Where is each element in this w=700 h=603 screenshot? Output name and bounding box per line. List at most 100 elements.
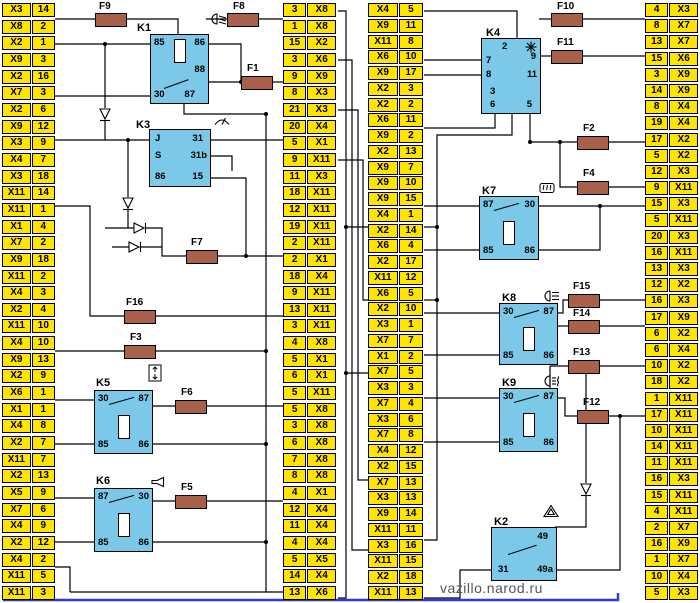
terminal-cell: X1 (307, 486, 336, 501)
terminal-cell: 13 (398, 491, 423, 506)
terminal-cell: X4 (669, 569, 698, 584)
terminal-cell: X7 (368, 365, 398, 380)
terminal-cell: X2 (307, 36, 336, 51)
terminal-cell: 2 (398, 129, 423, 143)
terminal-cell: X2 (368, 570, 398, 584)
terminal-cell: X8 (307, 402, 336, 417)
terminal-cell: X7 (669, 553, 698, 568)
terminal-cell: 6 (283, 436, 307, 451)
terminal-cell: 1 (645, 391, 669, 406)
terminal-cell: X3 (669, 585, 698, 600)
terminal-cell: 8 (31, 419, 55, 434)
terminal-cell: 9 (283, 286, 307, 301)
terminal-cell: X11 (2, 186, 31, 201)
relay-pin: 30 (154, 89, 165, 100)
terminal-cell: X3 (307, 86, 336, 101)
terminal-cell: X2 (2, 102, 31, 117)
terminal-cell: 12 (31, 536, 55, 550)
fuse-f3 (124, 345, 156, 359)
relay-contact (513, 394, 540, 403)
terminal-cell: X11 (669, 423, 698, 438)
terminal-cell: 3 (31, 286, 55, 301)
terminal-cell: 10 (645, 423, 669, 438)
terminal-cell: 8 (398, 34, 423, 49)
terminal-cell: 12 (645, 278, 669, 293)
terminal-cell: 11 (398, 18, 423, 33)
relay-pin: 86 (194, 37, 205, 48)
terminal-cell: 14 (31, 3, 55, 17)
terminal-cell: X2 (669, 375, 698, 390)
terminal-cell: 8 (398, 428, 423, 443)
terminal-cell: 20 (283, 119, 307, 134)
terminal-cell: 16 (645, 472, 669, 487)
terminal-cell: 5 (645, 213, 669, 228)
terminal-cell: 1 (283, 19, 307, 34)
terminal-cell: X11 (307, 386, 336, 401)
terminal-cell: X3 (2, 136, 31, 151)
terminal-cell: 18 (398, 570, 423, 584)
terminal-cell: 19 (283, 219, 307, 234)
terminal-cell: X9 (2, 52, 31, 67)
terminal-cell: X9 (669, 67, 698, 82)
terminal-cell: 3 (283, 3, 307, 17)
terminal-cell: X9 (669, 83, 698, 98)
terminal-cell: X4 (2, 336, 31, 351)
terminal-cell: X4 (2, 552, 31, 567)
terminal-cell: 3 (645, 67, 669, 82)
terminal-cell: X1 (307, 136, 336, 151)
terminal-cell: 18 (283, 186, 307, 201)
terminal-cell: X11 (368, 270, 398, 285)
terminal-cell: X9 (2, 352, 31, 367)
terminal-cell: X11 (2, 202, 31, 217)
terminal-cell: 12 (31, 119, 55, 134)
relay-pin: 9 (530, 51, 536, 62)
terminal-cell: X1 (2, 402, 31, 417)
terminal-cell: X9 (368, 507, 398, 521)
terminal-cell: 9 (31, 486, 55, 501)
relay-pin: 7 (486, 55, 492, 66)
terminal-cell: 2 (31, 552, 55, 567)
relay-pin: 86 (138, 537, 149, 548)
terminal-cell: 6 (645, 326, 669, 341)
relay-k6-label: K6 (96, 475, 111, 487)
terminal-cell: X1 (307, 369, 336, 384)
terminal-cell: 2 (398, 349, 423, 364)
terminal-cell: X2 (368, 223, 398, 238)
terminal-cell: 15 (398, 459, 423, 474)
relay-k4-label: K4 (486, 27, 501, 39)
terminal-cell: 14 (645, 83, 669, 98)
terminal-cell: 2 (31, 19, 55, 34)
terminal-cell: X11 (669, 407, 698, 422)
relay-pin: 31 (192, 133, 203, 144)
relay-pin: 86 (543, 437, 554, 448)
terminal-cell: X9 (2, 119, 31, 134)
relay-k3-label: K3 (136, 119, 151, 131)
terminal-cell: 5 (398, 286, 423, 301)
fuse-f16-label: F16 (126, 297, 144, 308)
fuse-f8-label: F8 (233, 1, 245, 12)
